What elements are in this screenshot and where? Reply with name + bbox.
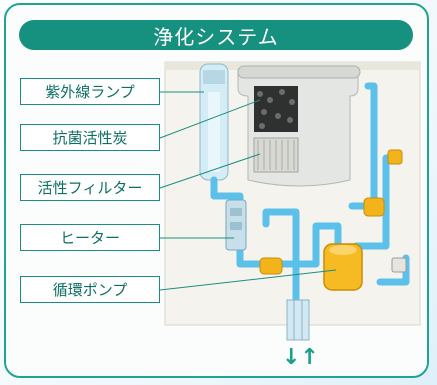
- flow-direction-arrows: ↓↑: [282, 345, 319, 370]
- pipe-lamp-to-heater: [210, 176, 266, 268]
- pump-top: [329, 245, 357, 255]
- label-heater: ヒーター: [20, 224, 160, 251]
- pipe-to-pump: [278, 222, 342, 268]
- pipe-tank-return: [348, 82, 378, 210]
- valve-left: [259, 257, 283, 275]
- label-circulation-pump: 循環ポンプ: [20, 276, 160, 303]
- uv-lamp-cap: [203, 70, 225, 84]
- label-activated-filter: 活性フィルター: [20, 174, 160, 201]
- charcoal-granules: [257, 89, 295, 129]
- sensor-box: [391, 257, 407, 273]
- circulation-pump: [323, 243, 363, 291]
- label-uv-lamp: 紫外線ランプ: [20, 78, 160, 105]
- valve-right: [363, 197, 385, 217]
- label-antibacterial-charcoal: 抗菌活性炭: [20, 124, 160, 151]
- leader-lines: [159, 91, 337, 291]
- diagram-title: 浄化システム: [19, 20, 413, 50]
- uv-lamp-inner: [208, 92, 220, 172]
- tank-lid: [237, 65, 361, 79]
- outlet-fitting: [286, 299, 310, 341]
- valve-top-right: [387, 149, 403, 165]
